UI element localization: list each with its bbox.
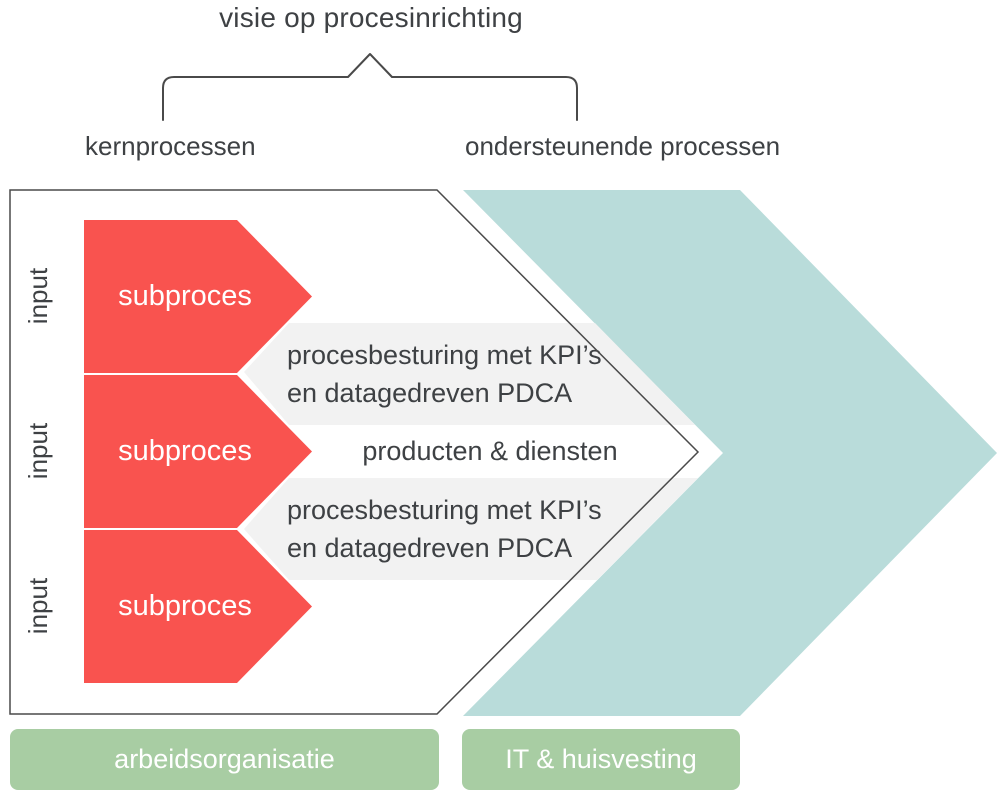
label-kernprocessen: kernprocessen	[85, 131, 256, 161]
chip-it-huisvesting-label: IT & huisvesting	[505, 744, 697, 774]
control-band-2-line1: procesbesturing met KPI’s	[287, 495, 602, 525]
chip-arbeidsorganisatie: arbeidsorganisatie	[10, 729, 439, 790]
subprocess-arrow-1-label: subproces	[118, 280, 252, 312]
input-label-3: input	[23, 577, 53, 635]
chip-arbeidsorganisatie-label: arbeidsorganisatie	[114, 744, 335, 774]
subprocess-arrow-2-label: subproces	[118, 435, 252, 467]
input-label-1: input	[23, 267, 53, 325]
chip-it-huisvesting: IT & huisvesting	[462, 729, 740, 790]
subprocess-arrow-3-label: subproces	[118, 590, 252, 622]
label-ondersteunende-processen: ondersteunende processen	[465, 131, 781, 161]
control-band-1-line2: en datagedreven PDCA	[287, 378, 573, 408]
input-label-2: input	[23, 422, 53, 480]
label-producten-diensten: producten & diensten	[362, 436, 618, 466]
diagram-title: visie op procesinrichting	[219, 2, 523, 33]
